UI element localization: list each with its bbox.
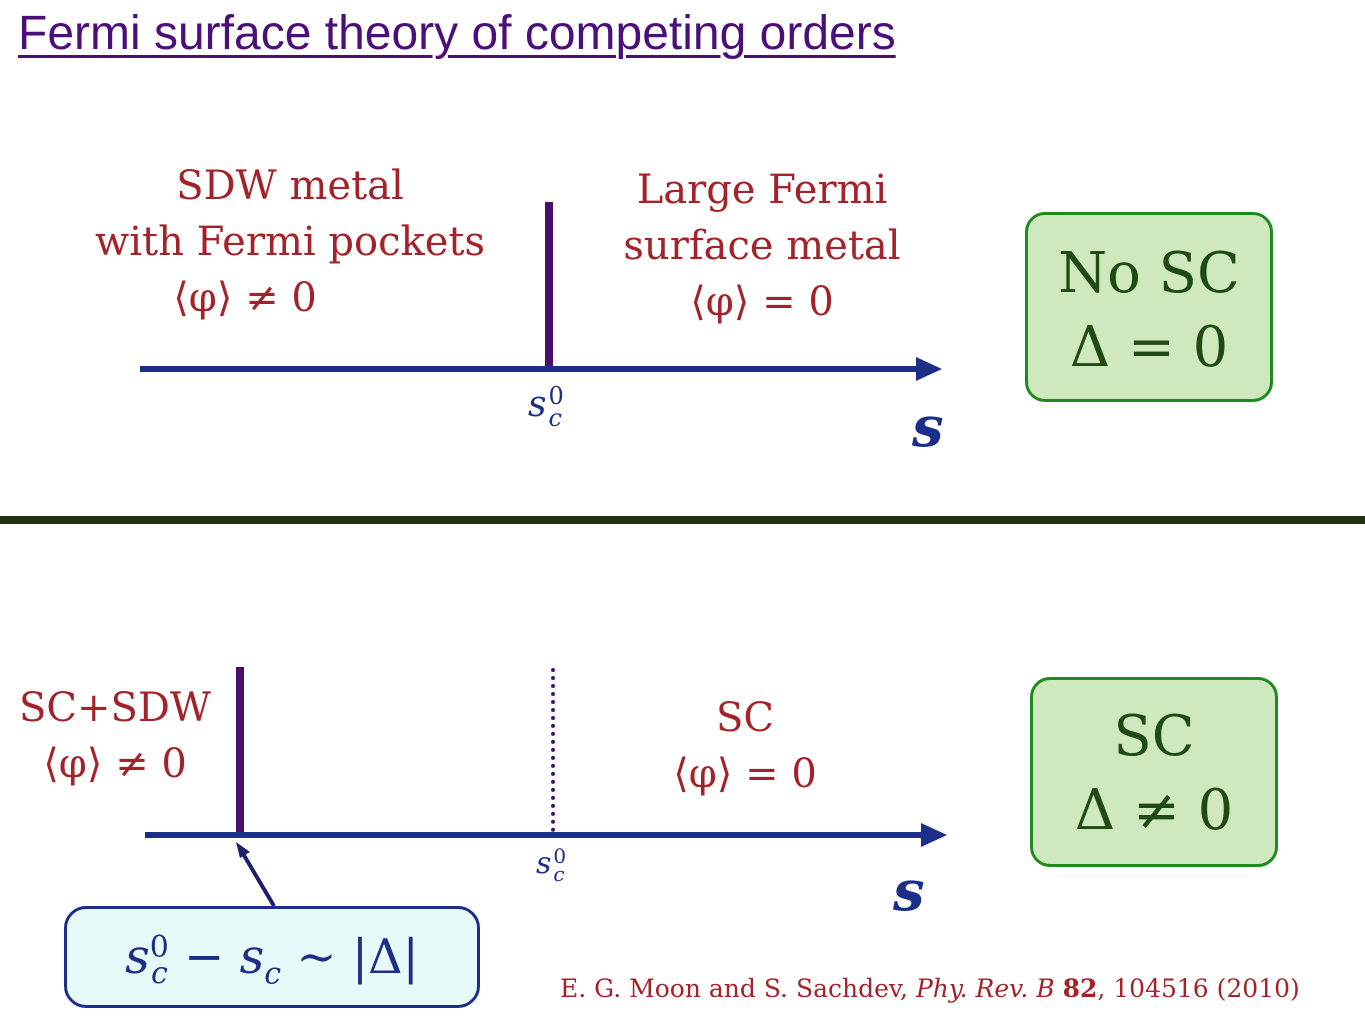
formula-rel: ∼ |Δ|	[281, 929, 419, 985]
no-sc-line2: Δ = 0	[1069, 315, 1229, 380]
formula-lhs-sub: c	[150, 955, 168, 991]
citation-authors: E. G. Moon and S. Sachdev,	[560, 974, 916, 1003]
formula-lhs-sup: 0	[149, 929, 169, 965]
sc-sdw-order-param: ⟨φ⟩ ≠ 0	[43, 741, 187, 787]
s-axis-bottom-arrowhead	[921, 823, 947, 847]
sc-region-label: SC ⟨φ⟩ = 0	[640, 690, 850, 802]
sc-region-line1: SC	[715, 695, 774, 741]
critical-point-bottom-sub: c	[553, 862, 565, 886]
large-fermi-order-param: ⟨φ⟩ = 0	[690, 279, 834, 325]
axis-s-label-bottom: s	[893, 858, 925, 924]
axis-s-label: s	[912, 394, 944, 460]
citation-volume: 82	[1062, 974, 1098, 1003]
large-fermi-line2: surface metal	[623, 223, 901, 269]
s-axis-arrowhead	[916, 357, 942, 381]
large-fermi-line1: Large Fermi	[636, 167, 888, 213]
sc-region-order-param: ⟨φ⟩ = 0	[673, 751, 817, 797]
slide-title: Fermi surface theory of competing orders	[18, 7, 896, 60]
s-axis-bottom	[145, 832, 925, 838]
formula-lhs-base: s	[125, 929, 150, 985]
no-sc-box: No SC Δ = 0	[1025, 212, 1273, 402]
sdw-metal-line2: with Fermi pockets	[95, 219, 485, 265]
s-axis	[140, 366, 920, 372]
critical-point-sup: 0	[548, 382, 564, 410]
sc-box: SC Δ ≠ 0	[1030, 677, 1278, 867]
no-sc-line1: No SC	[1058, 241, 1240, 306]
panel-divider	[0, 516, 1365, 524]
sdw-metal-label: SDW metal with Fermi pockets ⟨φ⟩ ≠ 0	[88, 158, 492, 326]
sc-box-line2: Δ ≠ 0	[1074, 778, 1234, 843]
sc-box-line1: SC	[1113, 704, 1195, 769]
citation: E. G. Moon and S. Sachdev, Phy. Rev. B 8…	[560, 974, 1300, 1003]
critical-point-base: s	[528, 384, 547, 425]
sdw-metal-order-param: ⟨φ⟩ ≠ 0	[173, 275, 317, 321]
sc-transition-line	[236, 667, 244, 835]
sdw-metal-line1: SDW metal	[176, 163, 404, 209]
formula-rhs-base: s	[239, 929, 265, 985]
formula-op: −	[168, 929, 240, 985]
citation-rest: , 104516 (2010)	[1097, 974, 1300, 1003]
large-fermi-label: Large Fermi surface metal ⟨φ⟩ = 0	[600, 162, 924, 330]
sc-sdw-line1: SC+SDW	[18, 685, 212, 731]
critical-point-sub: c	[548, 404, 562, 432]
formula-rhs-sub: c	[264, 956, 282, 992]
critical-point-bottom-sup: 0	[553, 844, 567, 868]
citation-journal: Phy. Rev. B	[915, 974, 1055, 1003]
critical-point-bottom-base: s	[536, 846, 552, 881]
sc-sdw-label: SC+SDW ⟨φ⟩ ≠ 0	[8, 680, 222, 792]
transition-line	[545, 202, 553, 370]
shifted-critical-dotted-line	[551, 668, 555, 832]
